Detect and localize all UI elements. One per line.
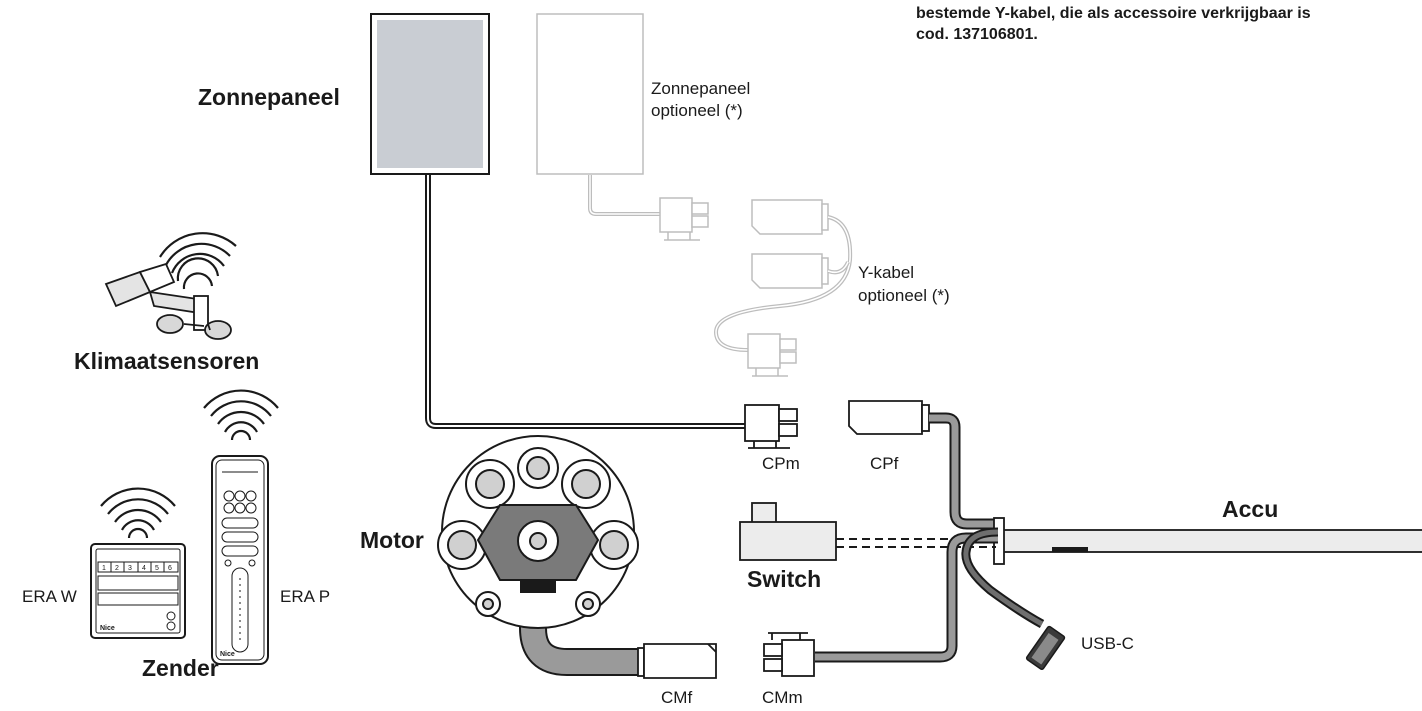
accu-label: Accu (1222, 496, 1279, 522)
optional-solar-panel-label: Zonnepaneel optioneel (*) (651, 78, 750, 122)
klimaatsensoren-label: Klimaatsensoren (74, 348, 260, 374)
battery-solar-cable (929, 412, 1000, 530)
motor-label: Motor (360, 527, 424, 553)
motor-head (437, 435, 644, 676)
era-w-brand: Nice (100, 625, 115, 632)
battery-pack (993, 517, 1422, 565)
cmm-label: CMm (762, 688, 803, 707)
optional-solar-panel-label-line2: optioneel (*) (651, 101, 743, 120)
top-note: bestemde Y-kabel, die als accessoire ver… (916, 3, 1311, 45)
y-cable-label: Y-kabel optioneel (*) (858, 261, 950, 307)
zonnepaneel-label: Zonnepaneel (198, 84, 340, 110)
motor-power-cable (815, 532, 998, 663)
era-p-label: ERA P (280, 587, 331, 606)
y-cable-label-line1: Y-kabel (858, 263, 915, 282)
solar-panel (370, 13, 490, 175)
solar-panel-cable (425, 175, 745, 429)
cpm-connector (744, 404, 798, 449)
cpf-connector (848, 400, 930, 435)
era-p-brand: Nice (220, 651, 235, 658)
cmf-connector (637, 643, 717, 679)
optional-solar-panel (536, 13, 660, 216)
usb-c-label: USB-C (1081, 634, 1134, 653)
usb-c-plug (1025, 625, 1066, 670)
era-w-wifi-icon (100, 487, 176, 539)
era-w-key-6: 6 (168, 565, 172, 572)
era-p-transmitter (203, 389, 279, 665)
switch-label: Switch (747, 566, 822, 592)
era-w-key-5: 5 (155, 565, 159, 572)
optional-solar-panel-label-line1: Zonnepaneel (651, 79, 751, 98)
switch-box (739, 502, 837, 561)
era-w-key-1: 1 (102, 565, 106, 572)
usb-c-cable (961, 527, 1066, 670)
era-w-label: ERA W (22, 587, 77, 606)
era-p-wifi-icon (203, 389, 279, 441)
cmm-connector (763, 632, 815, 677)
era-w-key-3: 3 (128, 565, 132, 572)
y-cable-label-line2: optioneel (*) (858, 286, 950, 305)
cmf-label: CMf (661, 688, 693, 707)
cpf-label: CPf (870, 454, 899, 473)
zender-label: Zender (142, 655, 219, 681)
optional-y-cable (659, 197, 853, 377)
climate-sensor (104, 232, 237, 340)
climate-sensor-wifi-icon (159, 232, 237, 290)
era-w-transmitter (90, 487, 186, 639)
era-w-key-2: 2 (115, 565, 119, 572)
era-w-key-4: 4 (142, 565, 146, 572)
top-note-line2: cod. 137106801. (916, 26, 1038, 43)
top-note-line1: bestemde Y-kabel, die als accessoire ver… (916, 5, 1311, 22)
cpm-label: CPm (762, 454, 800, 473)
